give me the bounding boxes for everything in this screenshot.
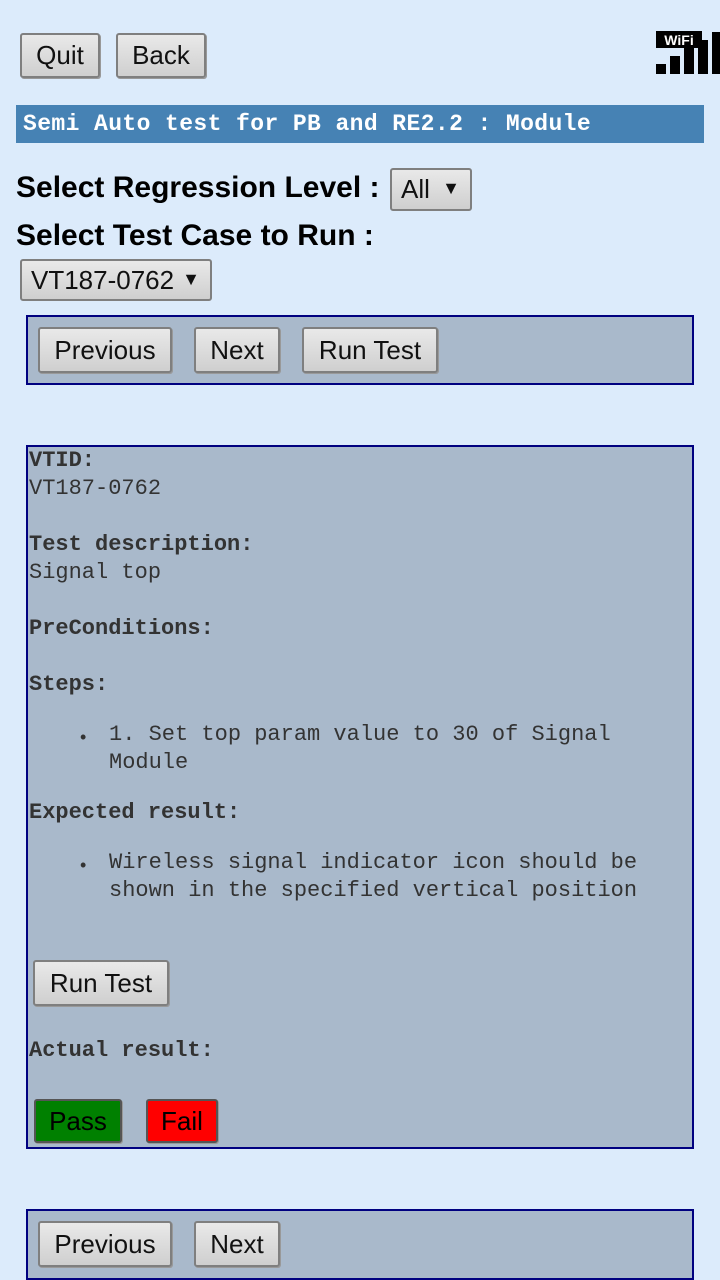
expected-line-1: Wireless signal indicator icon should be: [109, 850, 638, 875]
actual-result-label: Actual result:: [29, 1038, 214, 1063]
test-case-select[interactable]: VT187-0762 ▼: [20, 259, 212, 301]
next-button[interactable]: Next: [194, 1221, 280, 1267]
run-test-button[interactable]: Run Test: [302, 327, 438, 373]
bullet-icon: •: [80, 727, 87, 747]
wifi-signal-icon: WiFi: [655, 30, 720, 76]
signal-bar-5: [712, 32, 720, 74]
back-button[interactable]: Back: [116, 33, 206, 78]
wifi-badge: WiFi: [656, 31, 702, 48]
regression-level-select[interactable]: All ▼: [390, 168, 472, 211]
test-case-value: VT187-0762: [31, 264, 175, 295]
expected-line-2: shown in the specified vertical position: [109, 878, 638, 903]
expected-result-label: Expected result:: [29, 800, 241, 825]
bullet-icon: •: [80, 855, 87, 875]
preconditions-label: PreConditions:: [29, 616, 214, 641]
vtid-value: VT187-0762: [29, 476, 162, 501]
run-test-button[interactable]: Run Test: [33, 960, 169, 1006]
description-value: Signal top: [29, 560, 162, 585]
test-case-label: Select Test Case to Run :: [16, 219, 374, 252]
description-label: Test description:: [29, 532, 254, 557]
fail-button[interactable]: Fail: [146, 1099, 218, 1143]
quit-button[interactable]: Quit: [20, 33, 100, 78]
page-title: Semi Auto test for PB and RE2.2 : Module: [16, 105, 704, 143]
test-details-panel: VTID: VT187-0762 Test description: Signa…: [26, 445, 694, 1149]
step-line-2: Module: [109, 750, 189, 775]
steps-label: Steps:: [29, 672, 109, 697]
dropdown-arrow-icon: ▼: [182, 269, 200, 289]
bottom-nav-panel: Previous Next: [26, 1209, 694, 1280]
regression-level-label: Select Regression Level :: [16, 171, 380, 204]
vtid-label: VTID:: [29, 448, 96, 473]
step-line-1: 1. Set top param value to 30 of Signal: [109, 722, 611, 747]
top-nav-panel: Previous Next Run Test: [26, 315, 694, 385]
signal-bar-2: [670, 56, 680, 74]
signal-bar-1: [656, 64, 666, 74]
signal-bar-3: [684, 48, 694, 74]
pass-button[interactable]: Pass: [34, 1099, 122, 1143]
next-button[interactable]: Next: [194, 327, 280, 373]
dropdown-arrow-icon: ▼: [442, 178, 460, 198]
previous-button[interactable]: Previous: [38, 327, 172, 373]
previous-button[interactable]: Previous: [38, 1221, 172, 1267]
regression-level-value: All: [401, 174, 430, 204]
signal-bar-4: [698, 40, 708, 74]
